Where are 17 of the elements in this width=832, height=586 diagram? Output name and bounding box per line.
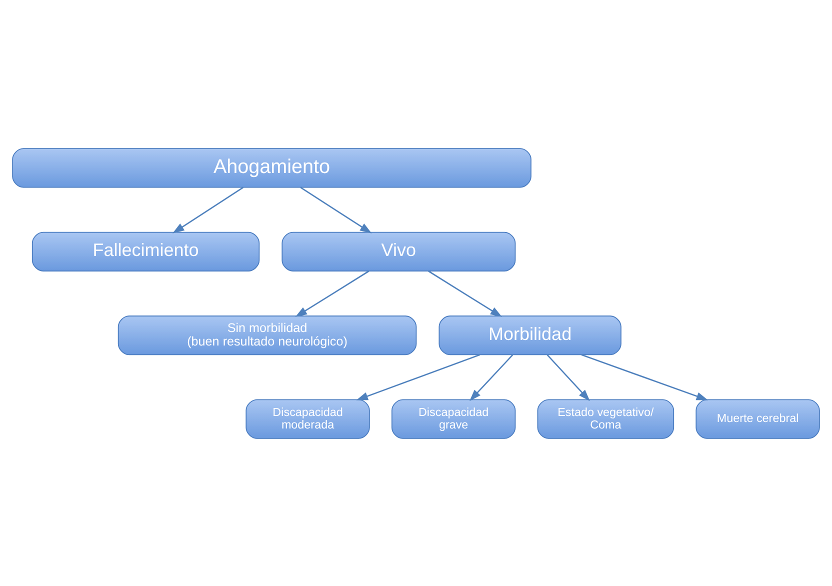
node-box: Ahogamiento <box>12 148 532 188</box>
node-box: Fallecimiento <box>32 231 260 271</box>
arrow <box>581 354 708 400</box>
node-box: Discapacidad grave <box>391 398 516 438</box>
node-box: Muerte cerebral <box>696 398 820 438</box>
node-box: Morbilidad <box>438 315 622 355</box>
arrow <box>172 186 244 233</box>
node-box: Estado vegetativo/ Coma <box>537 398 674 438</box>
arrow <box>295 270 370 317</box>
arrow <box>469 354 514 401</box>
arrow <box>300 186 372 233</box>
arrow <box>428 270 502 317</box>
node-box: Vivo <box>282 231 516 271</box>
node-box: Discapacidad moderada <box>246 398 370 438</box>
arrow <box>356 354 480 400</box>
arrow <box>546 354 590 401</box>
node-box: Sin morbilidad (buen resultado neurológico) <box>118 315 417 355</box>
